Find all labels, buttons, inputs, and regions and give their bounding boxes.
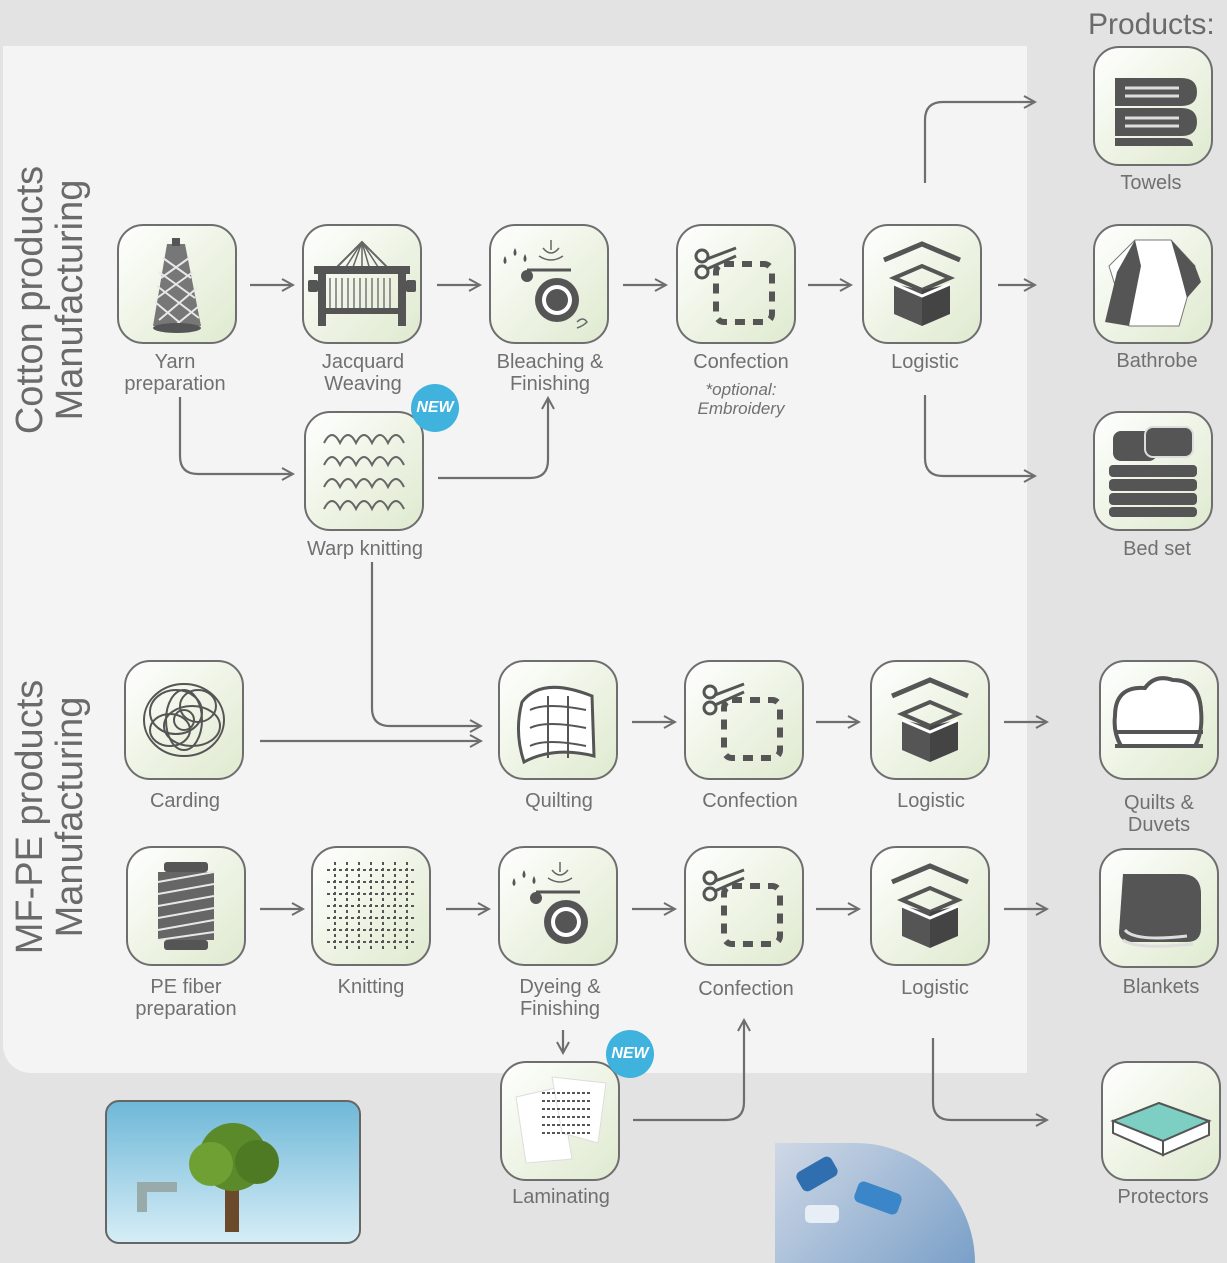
towels-label: Towels [1120, 172, 1182, 194]
logistic-label-3: Logistic [901, 977, 969, 999]
logistic-tile-1 [862, 224, 982, 344]
yarn-cone-icon [153, 238, 201, 333]
confection-label-3: Confection [698, 978, 794, 1000]
dyeing-finishing-label: Dyeing & Finishing [519, 976, 601, 1020]
bathrobe-label: Bathrobe [1116, 350, 1198, 372]
protectors-tile [1101, 1061, 1221, 1181]
towels-tile [1093, 46, 1213, 166]
jacquard-weaving-tile [302, 224, 422, 344]
products-title: Products: [1088, 8, 1215, 41]
spool-icon [157, 862, 215, 950]
bedset-icon [1109, 426, 1197, 517]
box-icon [883, 241, 961, 326]
warp-knit-icon [323, 434, 405, 512]
carding-label: Carding [149, 790, 221, 812]
dye-roll-icon [512, 862, 588, 944]
confection-tile-2 [684, 660, 804, 780]
scissors-icon [702, 868, 783, 947]
connector-layer [178, 0, 1227, 1213]
duvet-icon [1112, 676, 1204, 748]
towels-icon [1115, 78, 1197, 146]
new-badge-laminating: NEW [606, 1030, 654, 1078]
logistic-tile-3 [870, 846, 990, 966]
warp-knitting-tile [304, 411, 424, 531]
arrow-warp-quilting [370, 562, 481, 726]
mfpe-section-label: MF-PE products Manufacturing [9, 679, 91, 955]
blankets-label: Blankets [1122, 976, 1200, 998]
confection-tile-1 [676, 224, 796, 344]
bathrobe-tile [1093, 224, 1213, 344]
confection-tile-3 [684, 846, 804, 966]
scissors-icon [694, 246, 775, 325]
knitting-label: Knitting [337, 976, 405, 998]
quilting-label: Quilting [525, 790, 593, 812]
arrow-logistic-towels [923, 102, 1035, 183]
laminating-tile [500, 1061, 620, 1181]
pe-fiber-tile [126, 846, 246, 966]
arrow-yarn-warp [178, 397, 293, 474]
quilting-tile [498, 660, 618, 780]
mesh-icon [327, 862, 415, 950]
mattress-protector-icon [1110, 1101, 1212, 1157]
tree-photo [105, 1100, 361, 1244]
scissors-icon [702, 682, 783, 761]
yarn-preparation-label: Yarn preparation [124, 351, 226, 395]
arrow-logistic-bedset [923, 395, 1035, 476]
box-icon [891, 863, 969, 948]
bleaching-finishing-label: Bleaching & Finishing [496, 351, 604, 395]
bleaching-finishing-tile [489, 224, 609, 344]
jacquard-weaving-label: Jacquard Weaving [321, 351, 405, 395]
arrow-warp-bleach [438, 398, 548, 480]
dye-roll-icon [503, 240, 588, 329]
protectors-label: Protectors [1117, 1186, 1209, 1208]
confection-label-1: Confection [693, 351, 789, 373]
yarn-preparation-tile [117, 224, 237, 344]
dyeing-finishing-tile [498, 846, 618, 966]
arrow-laminating-confection [633, 1020, 744, 1122]
arrow-logistic-protectors [931, 1038, 1047, 1120]
cotton-section-label: Cotton products Manufacturing [9, 165, 91, 435]
logistic-label-2: Logistic [897, 790, 965, 812]
blanket-icon [1119, 874, 1201, 948]
fiber-tangle-icon [143, 683, 225, 757]
carding-tile [124, 660, 244, 780]
embroidery-note: *optional: Embroidery [697, 380, 785, 418]
quilt-icon [517, 685, 596, 765]
laminating-label: Laminating [512, 1186, 610, 1208]
logistic-label-1: Logistic [891, 351, 959, 373]
confection-label-2: Confection [702, 790, 798, 812]
box-icon [891, 677, 969, 762]
new-badge-warp: NEW [411, 384, 459, 432]
bedset-label: Bed set [1123, 538, 1191, 560]
logistic-tile-2 [870, 660, 990, 780]
loom-icon [308, 240, 416, 326]
warp-knitting-label: Warp knitting [307, 538, 423, 560]
quilts-tile [1099, 660, 1219, 780]
pe-fiber-label: PE fiber preparation [135, 976, 237, 1020]
quilts-label: Quilts & Duvets [1123, 792, 1195, 836]
bedset-tile [1093, 411, 1213, 531]
bathrobe-icon [1105, 239, 1201, 327]
knitting-tile [311, 846, 431, 966]
laminate-icon [515, 1076, 607, 1164]
blankets-tile [1099, 848, 1219, 968]
